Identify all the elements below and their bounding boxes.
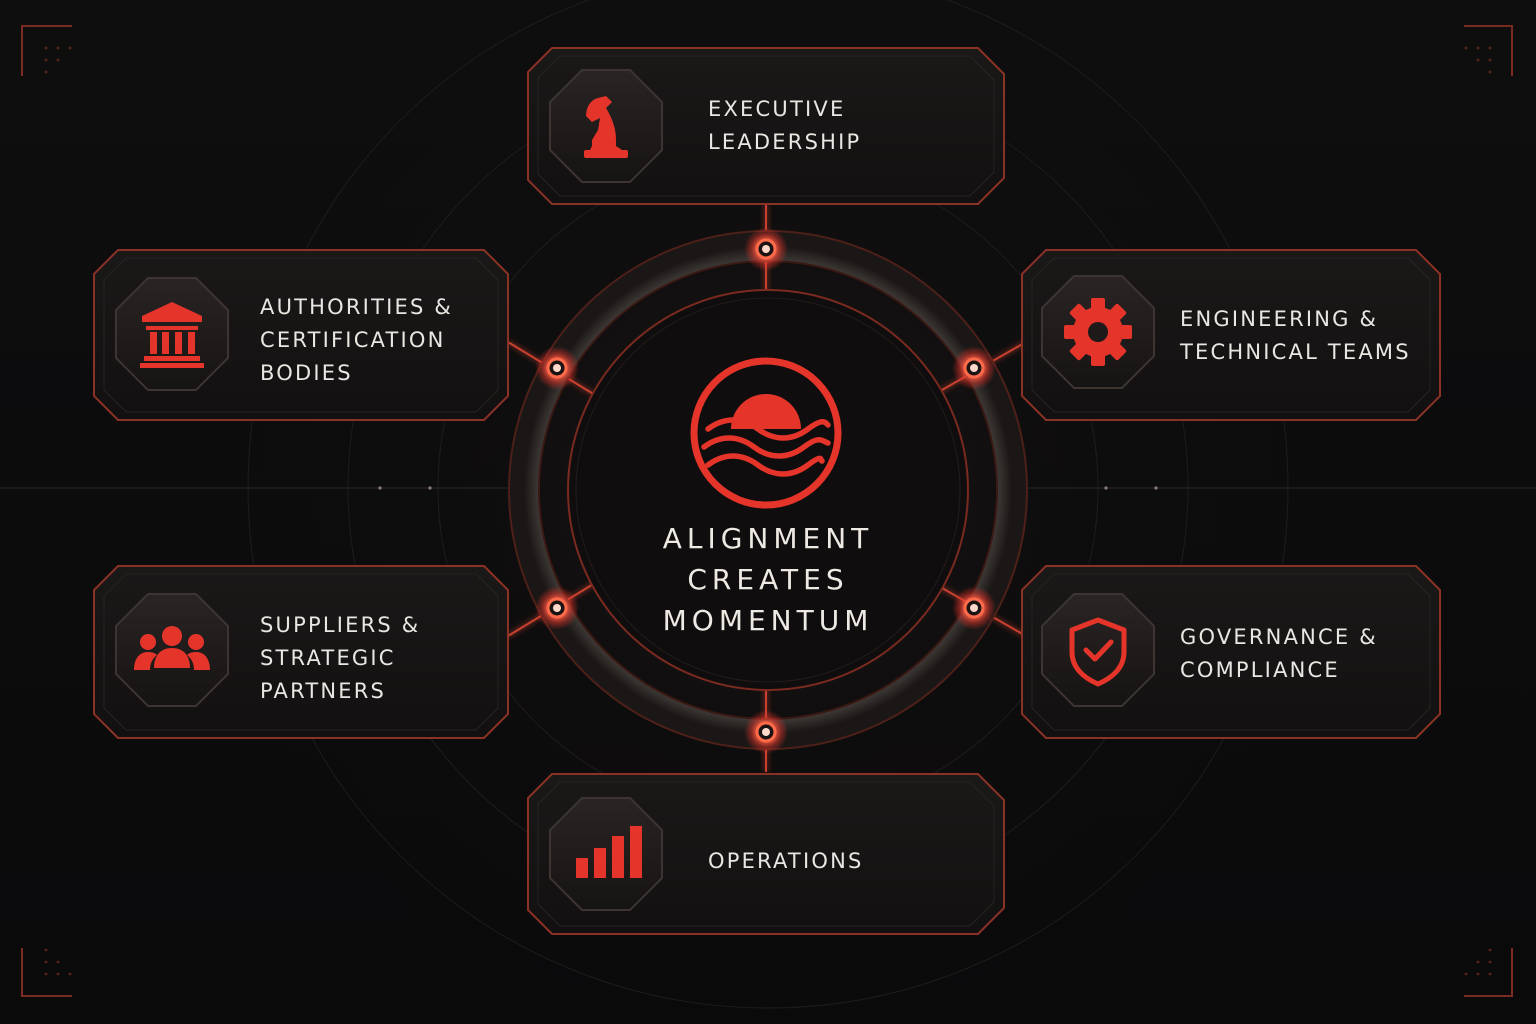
center-title-line: CREATES	[687, 563, 849, 596]
node-label-line: STRATEGIC	[260, 645, 396, 670]
people-group-icon	[134, 626, 210, 670]
node-label-line: EXECUTIVE	[708, 97, 846, 121]
node-label-line: LEADERSHIP	[708, 130, 862, 154]
corner-brackets	[21, 25, 1513, 997]
badge-governance	[1041, 593, 1155, 707]
node-label-line: BODIES	[260, 360, 353, 385]
node-label-line: GOVERNANCE &	[1180, 625, 1378, 649]
center-title-line: MOMENTUM	[662, 604, 874, 637]
node-label-line: TECHNICAL TEAMS	[1180, 340, 1411, 364]
gear-icon	[1064, 298, 1132, 366]
connector-dots	[535, 227, 996, 754]
center-title-line: ALIGNMENT	[662, 522, 874, 555]
glow-dot-upper-right	[952, 346, 996, 390]
corner-bracket-top-left	[21, 25, 72, 76]
corner-dot-grids	[44, 46, 1492, 976]
corner-bracket-top-right	[1464, 25, 1513, 76]
node-label-line: COMPLIANCE	[1180, 658, 1340, 682]
node-label-line: AUTHORITIES &	[260, 294, 453, 319]
horizon-line	[0, 486, 1536, 490]
badge-authorities	[115, 277, 229, 391]
node-label-operations: OPERATIONS	[708, 844, 864, 878]
node-label-engineering: ENGINEERING & TECHNICAL TEAMS	[1180, 302, 1411, 370]
node-label-line: ENGINEERING &	[1180, 307, 1379, 331]
node-label-governance: GOVERNANCE & COMPLIANCE	[1180, 620, 1378, 688]
node-label-line: PARTNERS	[260, 678, 387, 703]
node-label-line: OPERATIONS	[708, 848, 864, 873]
central-ring	[508, 230, 1028, 750]
glow-dot-lower-left	[535, 586, 579, 630]
corner-bracket-bottom-right	[1464, 948, 1513, 997]
glow-dot-top	[744, 227, 788, 271]
node-label-line: SUPPLIERS &	[260, 612, 421, 637]
center-title: ALIGNMENT CREATES MOMENTUM	[568, 518, 968, 641]
glow-dot-upper-left	[535, 346, 579, 390]
government-building-icon	[140, 302, 204, 368]
corner-bracket-bottom-left	[21, 948, 72, 997]
glow-dot-lower-right	[952, 586, 996, 630]
node-label-line: CERTIFICATION	[260, 327, 446, 352]
node-label-suppliers: SUPPLIERS & STRATEGIC PARTNERS	[260, 608, 420, 708]
sun-over-waves-icon	[690, 357, 842, 509]
chess-knight-icon	[584, 96, 628, 158]
node-label-executive: EXECUTIVE LEADERSHIP	[708, 92, 861, 160]
bar-chart-icon	[576, 826, 642, 878]
glow-dot-bottom	[744, 710, 788, 754]
node-label-authorities: AUTHORITIES & CERTIFICATION BODIES	[260, 290, 453, 390]
shield-check-icon	[1069, 617, 1127, 687]
